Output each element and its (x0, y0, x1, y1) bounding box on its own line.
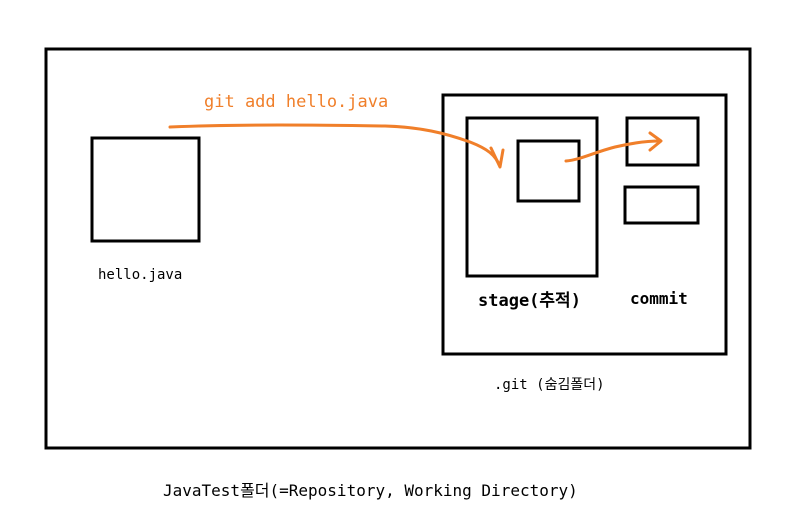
repository-label: JavaTest폴더(=Repository, Working Director… (163, 481, 578, 500)
commit-arrowhead (648, 131, 663, 152)
file-label: hello.java (98, 267, 182, 283)
repository-box (44, 47, 752, 450)
git-add-arrowhead (489, 146, 505, 169)
stage-label: stage(추적) (478, 291, 581, 311)
git-folder-box (441, 93, 728, 356)
git-folder-label: .git (숨김폴더) (494, 377, 605, 393)
commit-box-1 (625, 116, 700, 167)
git-add-arrow (168, 123, 502, 168)
commit-arrow (564, 139, 662, 163)
staged-file-box (516, 139, 581, 203)
stage-box (465, 116, 599, 278)
git-add-command-label: git add hello.java (204, 92, 388, 112)
file-box (90, 136, 201, 243)
commit-label: commit (630, 289, 688, 308)
commit-box-2 (623, 185, 700, 225)
